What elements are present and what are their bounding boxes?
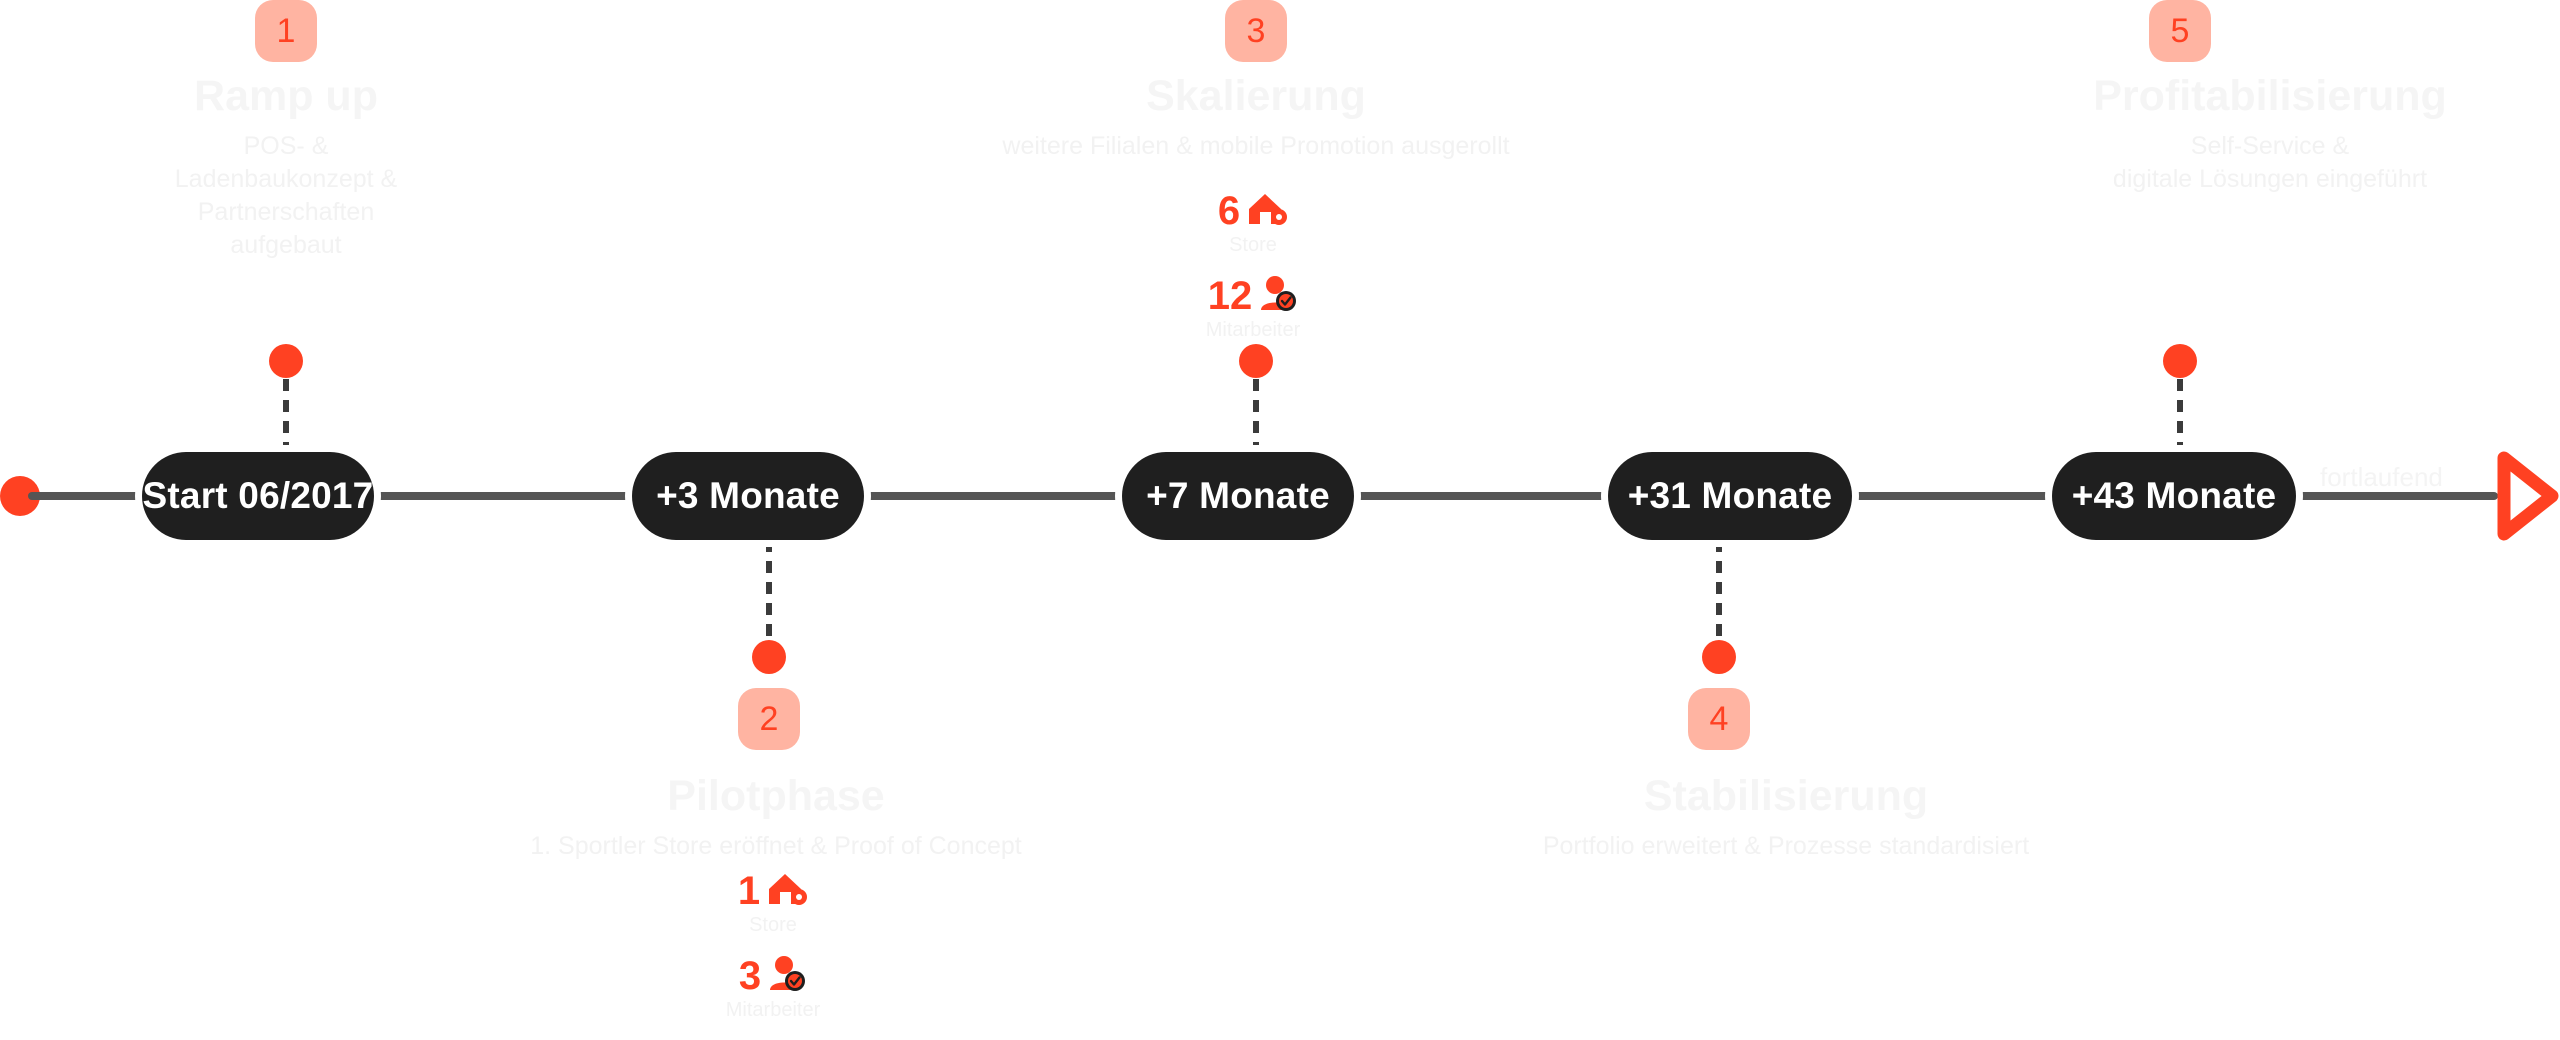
connector-dot: [2163, 344, 2197, 378]
stage-title: Profitabilisierung: [2093, 72, 2447, 120]
metric-value: 12: [1207, 274, 1253, 318]
stage-title: Ramp up: [194, 72, 378, 120]
metric-employees: 3 Mitarbeiter: [648, 955, 898, 1022]
connector-dashed-line: [1716, 540, 1722, 660]
stage-badge-5: 5: [2149, 0, 2211, 62]
milestone-pill-label: +7 Monate: [1146, 475, 1330, 516]
stage-subtitle: 1. Sportler Store eröffnet & Proof of Co…: [530, 832, 1022, 861]
stage-badge-number: 4: [1709, 699, 1729, 738]
house-icon: [766, 870, 808, 913]
stage-subtitle: weitere Filialen & mobile Promotion ausg…: [1002, 132, 1510, 161]
milestone-pill-plus43[interactable]: +43 Monate: [2052, 452, 2296, 540]
timeline-arrow-icon: [2494, 444, 2560, 548]
milestone-pill-start[interactable]: Start 06/2017: [142, 452, 374, 540]
stage-block-4: Stabilisierung Portfolio erweitert & Pro…: [1416, 772, 2156, 863]
connector-dashed-line: [766, 540, 772, 660]
stage-block-3: Skalierung weitere Filialen & mobile Pro…: [886, 72, 1626, 163]
person-check-icon: [1258, 275, 1298, 318]
metric-store: 1 Store: [648, 870, 898, 937]
stage-title: Stabilisierung: [1643, 772, 1929, 820]
stage-badge-1: 1: [255, 0, 317, 62]
metric-label: Store: [1229, 234, 1277, 256]
connector-stage-3: [1239, 344, 1273, 478]
connector-dashed-line: [283, 358, 289, 478]
connector-dot: [1702, 640, 1736, 674]
metric-store: 6 Store: [1128, 190, 1378, 257]
connector-stage-5: [2163, 344, 2197, 478]
stage-block-5: Profitabilisierung Self-Service &digital…: [1900, 72, 2560, 196]
milestone-pill-label: +3 Monate: [656, 475, 840, 516]
metric-employees: 12 Mitarbeiter: [1128, 275, 1378, 342]
stage-block-2: Pilotphase 1. Sportler Store eröffnet & …: [466, 772, 1086, 863]
stage-badge-number: 3: [1246, 11, 1266, 50]
metric-label: Mitarbeiter: [1205, 319, 1301, 341]
stage-title: Pilotphase: [667, 772, 885, 820]
metrics-stage-2: 1 Store 3: [648, 870, 898, 1040]
stage-badge-2: 2: [738, 688, 800, 750]
stage-block-1: Ramp up POS- &Ladenbaukonzept &Partnersc…: [46, 72, 526, 262]
stage-badge-number: 5: [2170, 11, 2190, 50]
metric-value: 1: [737, 869, 761, 913]
milestone-pill-label: Start 06/2017: [142, 475, 374, 516]
connector-stage-2: [752, 540, 786, 674]
connector-dashed-line: [1253, 358, 1259, 478]
stage-badge-3: 3: [1225, 0, 1287, 62]
connector-dot: [269, 344, 303, 378]
metric-label: Store: [749, 914, 797, 936]
person-check-icon: [767, 955, 807, 998]
connector-dot: [1239, 344, 1273, 378]
milestone-pill-plus3[interactable]: +3 Monate: [632, 452, 864, 540]
milestone-pill-label: +31 Monate: [1627, 475, 1833, 516]
connector-dashed-line: [2177, 358, 2183, 478]
stage-badge-4: 4: [1688, 688, 1750, 750]
stage-badge-number: 1: [276, 11, 296, 50]
connector-stage-4: [1702, 540, 1736, 674]
house-icon: [1246, 190, 1288, 233]
connector-stage-1: [269, 344, 303, 478]
metric-label: Mitarbeiter: [725, 999, 821, 1021]
stage-subtitle: Self-Service &digitale Lösungen eingefüh…: [2112, 132, 2428, 194]
stage-subtitle: Portfolio erweitert & Prozesse standardi…: [1542, 832, 2030, 861]
metric-value: 6: [1217, 189, 1241, 233]
stage-title: Skalierung: [1146, 72, 1366, 120]
milestone-pill-plus7[interactable]: +7 Monate: [1122, 452, 1354, 540]
stage-badge-number: 2: [759, 699, 779, 738]
milestone-pill-label: +43 Monate: [2071, 475, 2277, 516]
ongoing-label: fortlaufend: [2320, 462, 2443, 492]
metric-value: 3: [738, 954, 762, 998]
milestone-pill-plus31[interactable]: +31 Monate: [1608, 452, 1852, 540]
connector-dot: [752, 640, 786, 674]
metrics-stage-3: 6 Store 12: [1128, 190, 1378, 360]
